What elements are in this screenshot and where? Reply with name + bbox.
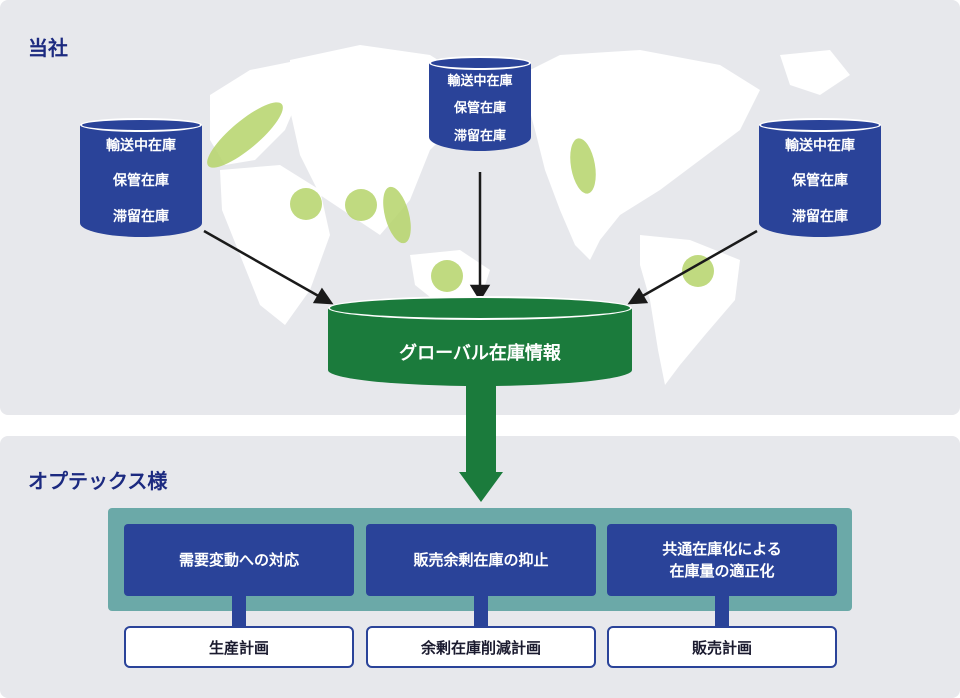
arrow-right [638, 229, 758, 300]
highlight-india [345, 189, 377, 221]
down-arrow [459, 386, 503, 502]
arrow-left [203, 229, 323, 300]
arrow-left-head [312, 287, 334, 305]
highlight-southeast-asia [383, 186, 411, 244]
arrow-right-head [627, 287, 649, 305]
benefit-demand: 需要変動への対応 [124, 524, 354, 596]
customer-title: オプテックス様 [28, 469, 168, 493]
world-map [203, 45, 850, 385]
plan-surplus-reduction: 余剰在庫削減計画 [366, 626, 596, 668]
arrow-center-head [469, 284, 491, 302]
benefit-common-stock: 共通在庫化による 在庫量の適正化 [607, 524, 837, 596]
highlight-north-america [570, 138, 596, 194]
connector-2 [474, 596, 488, 626]
database-right: 輸送中在庫 保管在庫 滞留在庫 [759, 118, 881, 237]
asia-land [290, 45, 470, 235]
db-segment-stagnant: 滞留在庫 [429, 117, 531, 151]
greenland-land [780, 50, 850, 95]
db-segment-stagnant: 滞留在庫 [80, 195, 202, 237]
connector-3 [715, 596, 729, 626]
global-inventory-label: グローバル在庫情報 [328, 308, 632, 386]
company-title: 当社 [28, 36, 68, 60]
north-america-land [520, 50, 760, 260]
highlight-middle-east [290, 188, 322, 220]
africa-land [220, 165, 330, 325]
benefit-surplus: 販売余剰在庫の抑止 [366, 524, 596, 596]
south-america-land [640, 235, 740, 385]
global-inventory-db: グローバル在庫情報 [328, 296, 632, 388]
plan-sales: 販売計画 [607, 626, 837, 668]
highlight-brazil [682, 255, 714, 287]
connector-1 [232, 596, 246, 626]
database-left: 輸送中在庫 保管在庫 滞留在庫 [80, 118, 202, 237]
highlight-europe [207, 102, 283, 168]
highlight-indonesia [431, 260, 463, 292]
database-center: 輸送中在庫 保管在庫 滞留在庫 [429, 56, 531, 151]
db-segment-stagnant: 滞留在庫 [759, 195, 881, 237]
plan-production: 生産計画 [124, 626, 354, 668]
